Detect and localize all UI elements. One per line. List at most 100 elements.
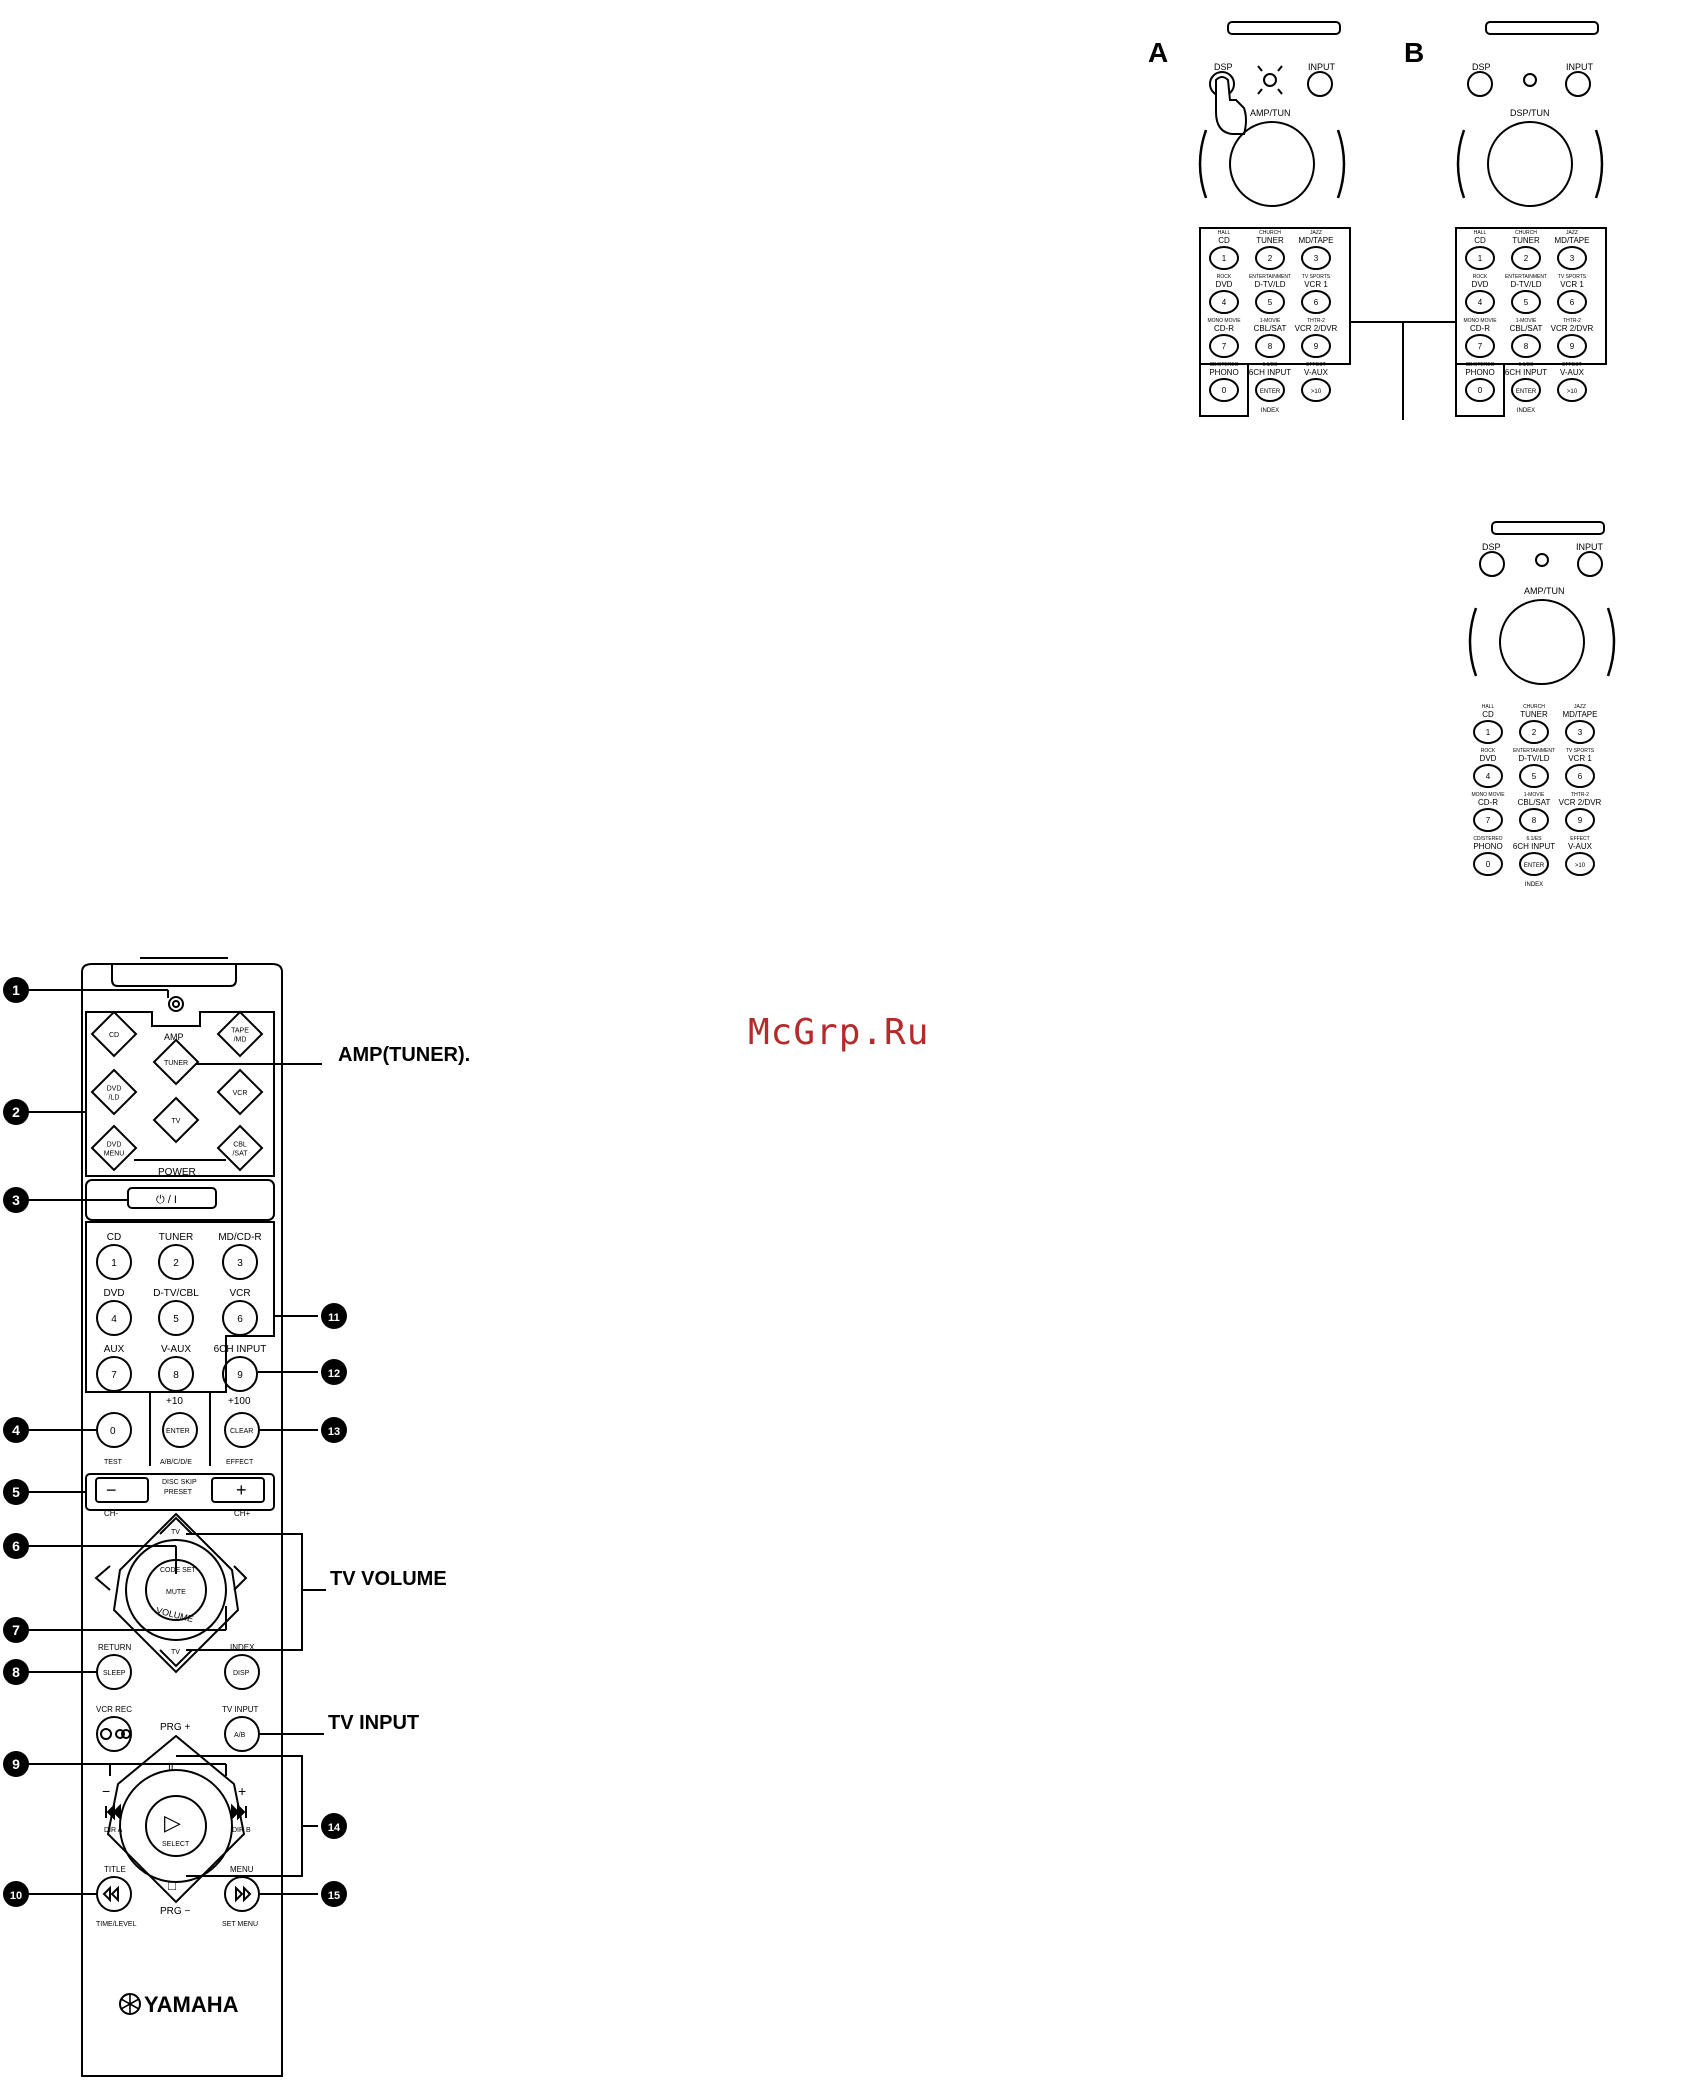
marker-disc	[321, 1417, 347, 1443]
small-key-button[interactable]	[1465, 378, 1495, 402]
marker-number: 3	[12, 1192, 20, 1208]
small-key-button[interactable]	[1465, 290, 1495, 314]
small-key-button[interactable]	[1557, 290, 1587, 314]
source-button[interactable]	[152, 1096, 200, 1144]
key-source-label: VCR 1	[1304, 280, 1328, 289]
play-select-button[interactable]	[145, 1795, 207, 1857]
key-source-label: PHONO	[1473, 842, 1502, 851]
numpad-button[interactable]	[158, 1300, 194, 1336]
numpad-digit: 6	[237, 1314, 243, 1325]
small-key-button[interactable]	[1565, 852, 1595, 876]
key-source-label: PHONO	[1465, 368, 1494, 377]
small-key-button[interactable]	[1511, 378, 1541, 402]
source-button[interactable]	[152, 1038, 200, 1086]
key-number: ENTER	[1524, 863, 1545, 869]
small-key-button[interactable]	[1209, 290, 1239, 314]
source-button[interactable]	[216, 1010, 264, 1058]
marker-disc	[3, 1659, 29, 1685]
numpad-digit: 9	[237, 1370, 243, 1381]
input-label: INPUT	[1566, 62, 1594, 72]
key-mode-label: ROCK	[1473, 274, 1488, 280]
jog-dial[interactable]	[1229, 121, 1315, 207]
small-key-button[interactable]	[1557, 378, 1587, 402]
ch-plus-button[interactable]	[211, 1477, 265, 1503]
small-key-button[interactable]	[1301, 378, 1331, 402]
key-number: 3	[1314, 254, 1319, 263]
small-key-button[interactable]	[1301, 246, 1331, 270]
disp-button[interactable]	[224, 1654, 260, 1690]
source-button[interactable]	[216, 1124, 264, 1172]
numpad-source-label: VCR	[229, 1288, 250, 1299]
jog-dial[interactable]	[1499, 599, 1585, 685]
numpad-button[interactable]	[222, 1244, 258, 1280]
numpad-button[interactable]	[96, 1356, 132, 1392]
dsp-button[interactable]	[1467, 71, 1493, 97]
small-key-button[interactable]	[1255, 378, 1285, 402]
leader-lines	[16, 989, 326, 1895]
source-button[interactable]	[90, 1124, 138, 1172]
key-source-label: MD/TAPE	[1555, 236, 1590, 245]
key-number: 4	[1486, 772, 1491, 781]
source-button[interactable]	[90, 1068, 138, 1116]
key-source-label: DVD	[1472, 280, 1489, 289]
volume-cross[interactable]	[112, 1512, 240, 1674]
numpad-button[interactable]	[222, 1356, 258, 1392]
small-key-button[interactable]	[1565, 764, 1595, 788]
small-key-button[interactable]	[1301, 334, 1331, 358]
small-key-button[interactable]	[1473, 852, 1503, 876]
small-key-button[interactable]	[1473, 764, 1503, 788]
small-key-button[interactable]	[1255, 290, 1285, 314]
small-key-button[interactable]	[1255, 246, 1285, 270]
small-key-button[interactable]	[1511, 290, 1541, 314]
dsp-button[interactable]	[1479, 551, 1505, 577]
source-button[interactable]	[216, 1068, 264, 1116]
small-key-button[interactable]	[1465, 246, 1495, 270]
key-number: ENTER	[1260, 389, 1281, 395]
key-mode-label: HALL	[1474, 230, 1487, 236]
numpad-button[interactable]	[96, 1244, 132, 1280]
vcr-rec-button[interactable]	[96, 1716, 132, 1752]
small-key-button[interactable]	[1209, 378, 1239, 402]
clear-label: CLEAR	[230, 1428, 253, 1435]
enter-button[interactable]	[162, 1412, 198, 1448]
small-key-button[interactable]	[1301, 290, 1331, 314]
diagram-label-b: B	[1404, 37, 1424, 68]
ch-minus-button[interactable]	[95, 1477, 149, 1503]
numpad-button[interactable]	[222, 1300, 258, 1336]
small-key-button[interactable]	[1209, 334, 1239, 358]
small-key-button[interactable]	[1519, 852, 1549, 876]
source-label: CBL	[233, 1142, 247, 1149]
small-key-button[interactable]	[1557, 246, 1587, 270]
small-key-button[interactable]	[1465, 334, 1495, 358]
small-key-button[interactable]	[1209, 246, 1239, 270]
source-button[interactable]	[90, 1010, 138, 1058]
small-key-button[interactable]	[1511, 334, 1541, 358]
numpad-button[interactable]	[158, 1356, 194, 1392]
pause-icon: II	[168, 1762, 174, 1773]
small-key-button[interactable]	[1519, 808, 1549, 832]
small-key-button[interactable]	[1255, 334, 1285, 358]
small-key-button[interactable]	[1557, 334, 1587, 358]
small-key-button[interactable]	[1473, 808, 1503, 832]
small-key-button[interactable]	[1473, 720, 1503, 744]
numpad-button[interactable]	[96, 1300, 132, 1336]
small-key-button[interactable]	[1519, 720, 1549, 744]
remote-body	[81, 963, 283, 2077]
skip-minus-sign: −	[102, 1783, 110, 1799]
small-key-button[interactable]	[1565, 720, 1595, 744]
input-button[interactable]	[1565, 71, 1591, 97]
input-button[interactable]	[1577, 551, 1603, 577]
power-button[interactable]	[127, 1187, 217, 1209]
transport-cross[interactable]	[106, 1734, 246, 1904]
key-number: 9	[1578, 816, 1583, 825]
numpad-source-label: CD	[107, 1232, 121, 1243]
jog-dial[interactable]	[1487, 121, 1573, 207]
rewind-button[interactable]	[96, 1876, 132, 1912]
small-key-button[interactable]	[1519, 764, 1549, 788]
small-key-button[interactable]	[1511, 246, 1541, 270]
numpad-button[interactable]	[158, 1244, 194, 1280]
marker-disc	[3, 1099, 29, 1125]
key-source-label: VCR 1	[1560, 280, 1584, 289]
small-key-button[interactable]	[1565, 808, 1595, 832]
input-button[interactable]	[1307, 71, 1333, 97]
